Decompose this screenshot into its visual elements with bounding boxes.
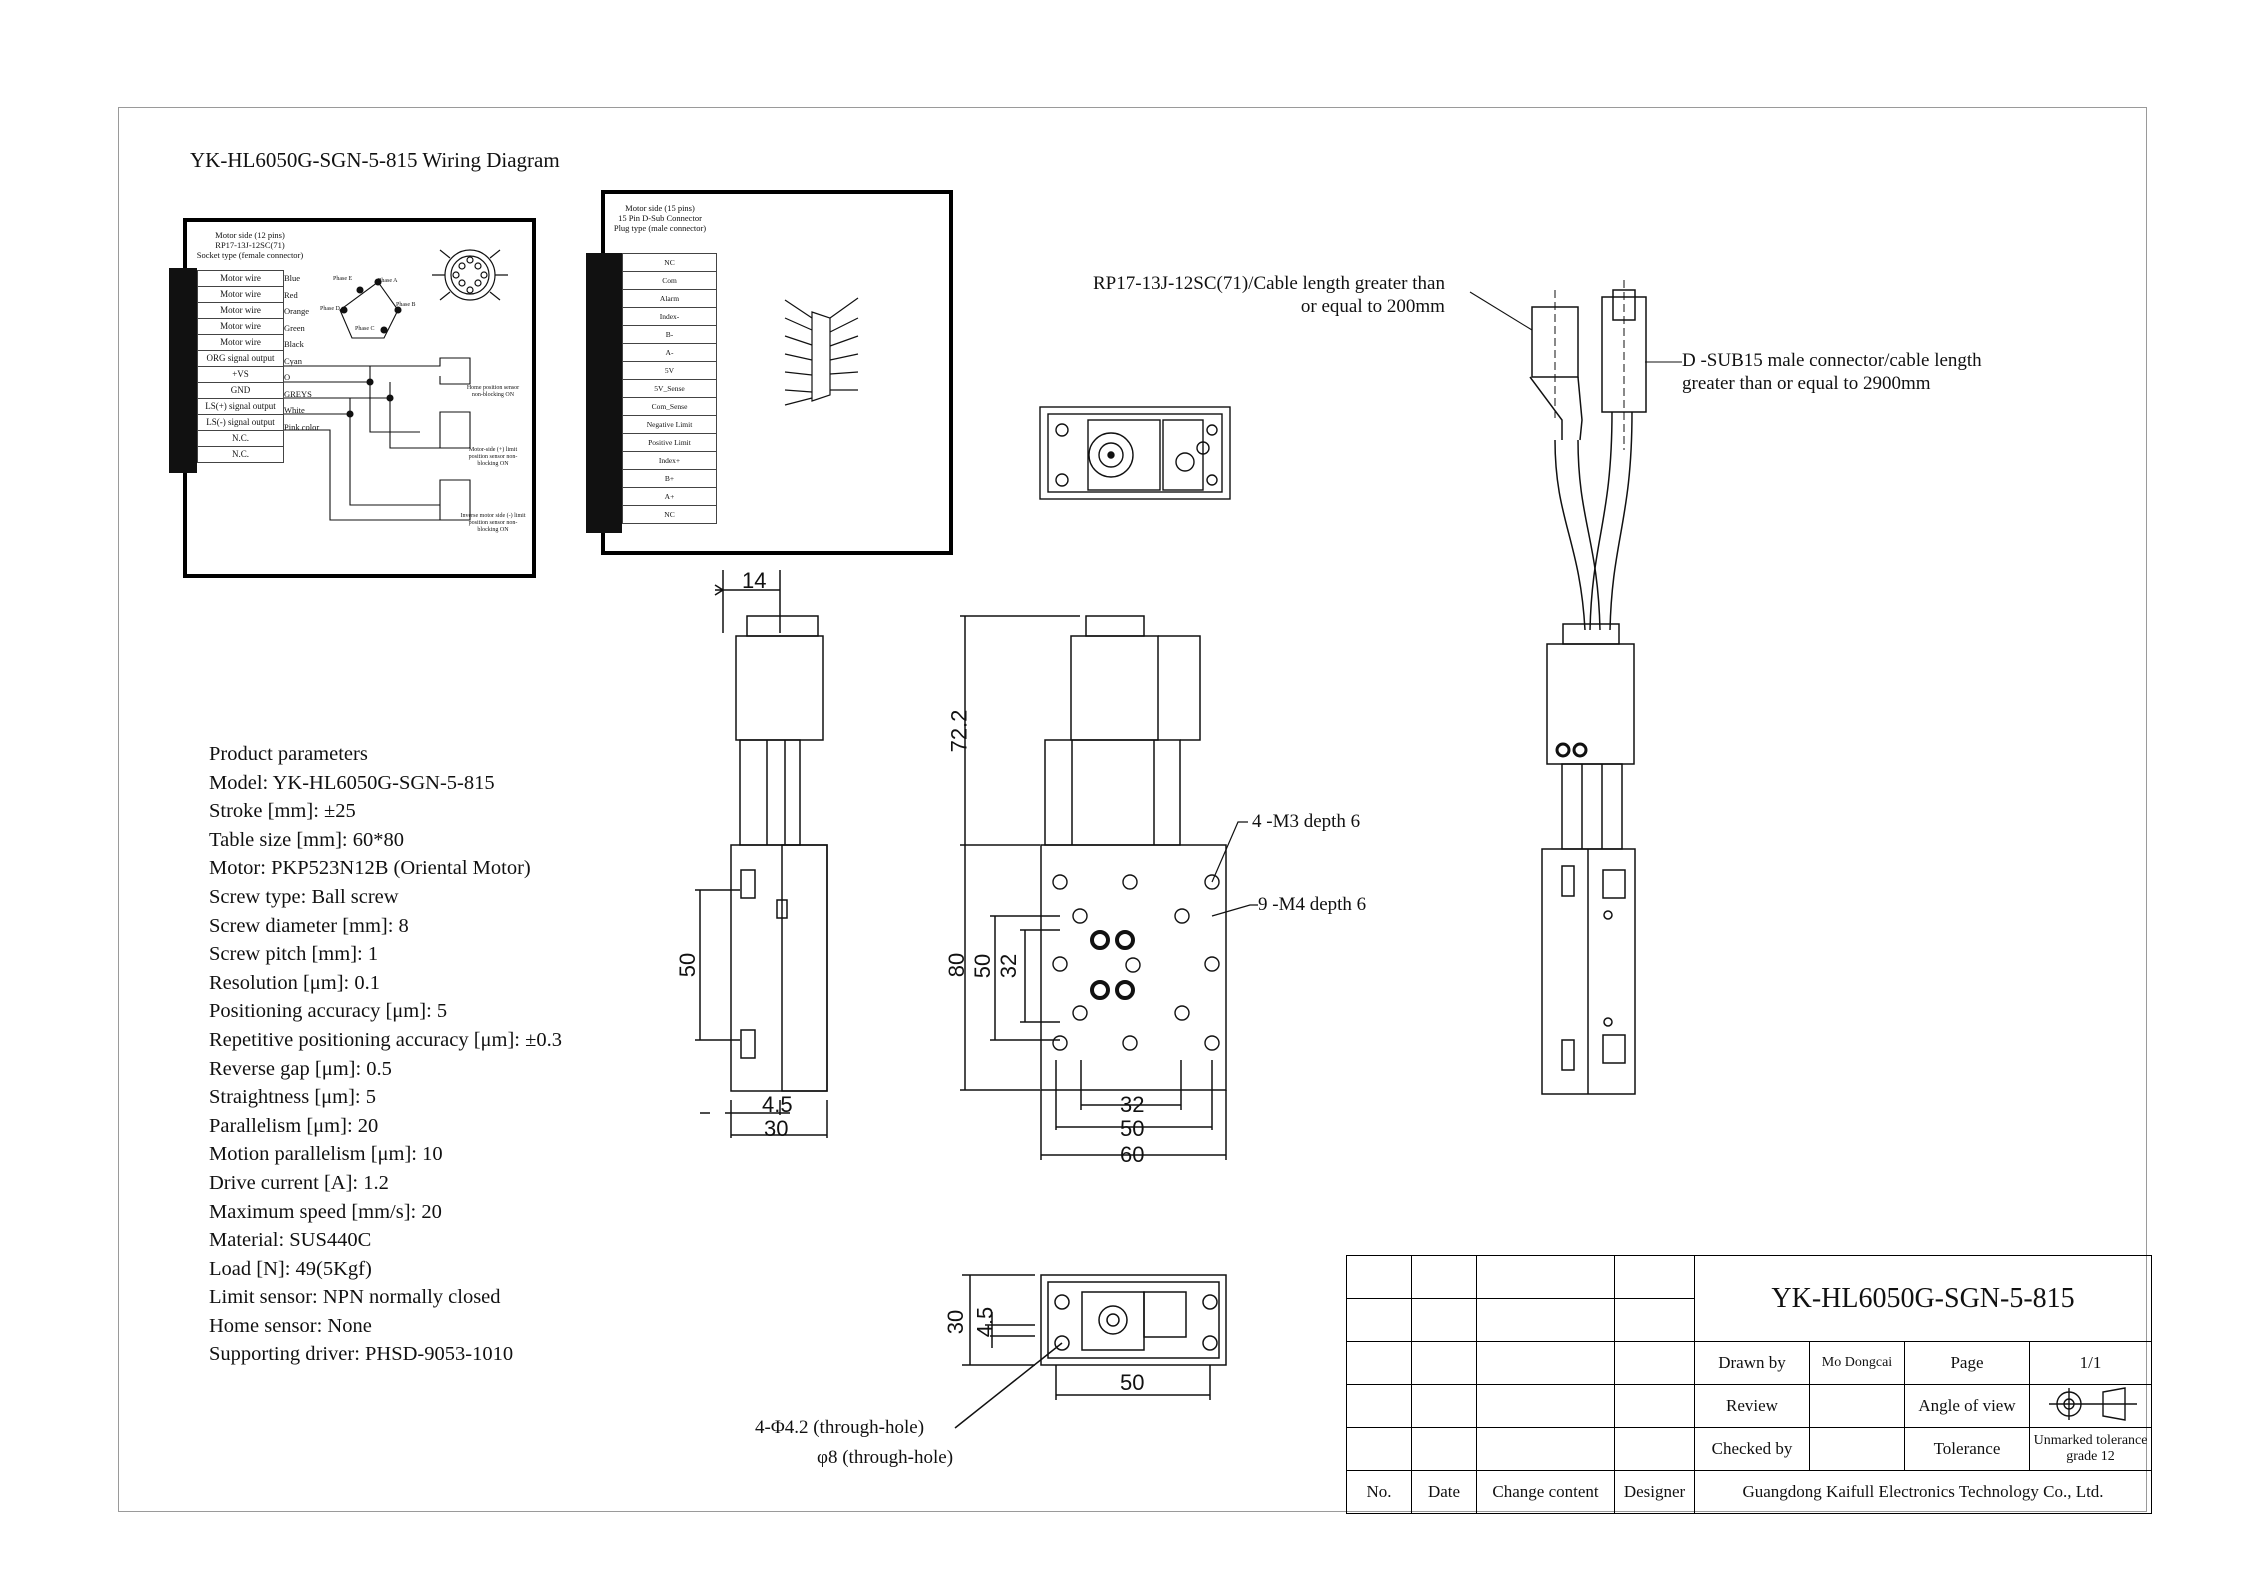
phase-label: Phase A (378, 278, 398, 284)
motor-pin-table: Motor wire Motor wire Motor wire Motor w… (197, 270, 284, 463)
sensor-note: Inverse motor side (-) limit position se… (460, 513, 526, 533)
wire-colors: Blue Red Orange Green Black Cyan O GREYS… (284, 273, 320, 432)
param-line: Load [N]: 49(5Kgf) (209, 1257, 372, 1280)
angle-label: Angle of view (1904, 1384, 2030, 1428)
dim-label: 50 (1120, 1370, 1145, 1395)
drawing-frame (118, 107, 2147, 1512)
page-value: 1/1 (2028, 1341, 2153, 1385)
signal-wires (284, 357, 471, 521)
dim-label: 30 (943, 1309, 969, 1335)
dim-label: 30 (764, 1116, 789, 1141)
sensor-note: Motor-side (+) limit position sensor non… (468, 447, 518, 467)
dsub-plug-icon (784, 297, 859, 406)
col-date: Date (1411, 1470, 1477, 1514)
param-line: Resolution [μm]: 0.1 (209, 971, 380, 994)
hole-callout: 4-Φ4.2 (through-hole) (755, 1417, 925, 1438)
dsub-pin-table: NC Com Alarm Index- B- A- 5V 5V_Sense Co… (622, 253, 717, 524)
param-line: Screw pitch [mm]: 1 (209, 943, 379, 966)
dim-label: 4.5 (972, 1306, 998, 1338)
page-label: Page (1904, 1341, 2030, 1385)
front-view (960, 615, 1227, 1160)
connector-strip (169, 268, 197, 473)
dim-label: 14 (742, 568, 767, 593)
param-line: Table size [mm]: 60*80 (209, 828, 404, 851)
param-line: Parallelism [μm]: 20 (209, 1114, 379, 1137)
rp17-leader (1469, 291, 1533, 331)
dsub-connector-header: Motor side (15 pins) 15 Pin D-Sub Connec… (613, 203, 707, 233)
connector-strip (586, 253, 622, 533)
end-view (954, 1274, 1227, 1429)
param-line: Product parameters (209, 743, 368, 765)
dsub-callout: D -SUB15 male connector/cable length gre… (1682, 350, 1982, 394)
dim-label: 80 (944, 952, 970, 978)
param-line: Model: YK-HL6050G-SGN-5-815 (209, 771, 495, 794)
motor-phase-symbol (339, 278, 402, 339)
phase-label: Phase C (355, 326, 375, 332)
dim-label: 50 (1120, 1116, 1145, 1141)
param-line: Drive current [A]: 1.2 (209, 1171, 389, 1194)
review-label: Review (1694, 1384, 1810, 1428)
param-line: Maximum speed [mm/s]: 20 (209, 1200, 442, 1223)
top-view (1039, 406, 1231, 500)
param-line: Supporting driver: PHSD-9053-1010 (209, 1343, 514, 1366)
title-block: YK-HL6050G-SGN-5-815 Drawn by Mo Dongcai… (1346, 1255, 2153, 1514)
round-socket-icon (432, 249, 508, 301)
dim-label: 32 (996, 953, 1022, 979)
param-line: Screw diameter [mm]: 8 (209, 914, 409, 937)
phase-label: Phase D (320, 306, 340, 312)
drawn-by-label: Drawn by (1694, 1341, 1810, 1385)
param-line: Screw type: Ball screw (209, 885, 399, 908)
col-change: Change content (1476, 1470, 1615, 1514)
mounting-holes (1052, 874, 1220, 1051)
col-no: No. (1346, 1470, 1412, 1514)
param-line: Repetitive positioning accuracy [μm]: ±0… (209, 1028, 562, 1051)
company-name: Guangdong Kaifull Electronics Technology… (1693, 1470, 2153, 1514)
part-number: YK-HL6050G-SGN-5-815 (1693, 1255, 2153, 1342)
m3-callout: 4 -M3 depth 6 (1252, 811, 1361, 832)
pin-label: NC (622, 505, 717, 524)
dim-label: 50 (675, 952, 701, 978)
dim-label: 50 (970, 953, 996, 979)
drawing-title: YK-HL6050G-SGN-5-815 Wiring Diagram (190, 148, 560, 172)
phase-label: Phase B (396, 302, 416, 308)
param-line: Motion parallelism [μm]: 10 (209, 1143, 443, 1166)
cable-assembly (1529, 280, 1647, 1095)
side-view (695, 570, 828, 1138)
product-parameters: Product parameters Model: YK-HL6050G-SGN… (209, 740, 562, 1369)
rp17-callout: RP17-13J-12SC(71)/Cable length greater t… (1093, 273, 1445, 317)
drawn-by-value: Mo Dongcai (1809, 1341, 1905, 1385)
param-line: Reverse gap [μm]: 0.5 (209, 1057, 392, 1080)
param-line: Straightness [μm]: 5 (209, 1086, 377, 1109)
motor-connector-header: Motor side (12 pins) RP17-13J-12SC(71) S… (196, 230, 304, 260)
sensor-note: Home position sensor non-blocking ON (466, 385, 520, 398)
pin-label: N.C. (197, 446, 284, 463)
tolerance-value: Unmarked tolerance grade 12 (2028, 1427, 2153, 1471)
phase-label: Phase E (333, 276, 353, 282)
param-line: Home sensor: None (209, 1314, 372, 1337)
param-line: Limit sensor: NPN normally closed (209, 1286, 501, 1309)
checked-label: Checked by (1694, 1427, 1810, 1471)
hole-callout: φ8 (through-hole) (817, 1447, 954, 1468)
dim-label: 60 (1120, 1142, 1145, 1167)
dim-label: 32 (1120, 1092, 1145, 1117)
param-line: Motor: PKP523N12B (Oriental Motor) (209, 857, 531, 880)
dim-label: 72.2 (946, 709, 972, 753)
projection-symbol (2028, 1384, 2153, 1428)
m4-callout: 9 -M4 depth 6 (1258, 894, 1367, 915)
tolerance-label: Tolerance (1904, 1427, 2030, 1471)
hole-leaders (1211, 821, 1258, 917)
param-line: Material: SUS440C (209, 1229, 372, 1252)
col-designer: Designer (1614, 1470, 1695, 1514)
param-line: Positioning accuracy [μm]: 5 (209, 1000, 448, 1023)
projection-angle-icon (2048, 1386, 2137, 1421)
param-line: Stroke [mm]: ±25 (209, 800, 356, 823)
dim-label: 4.5 (762, 1092, 793, 1117)
